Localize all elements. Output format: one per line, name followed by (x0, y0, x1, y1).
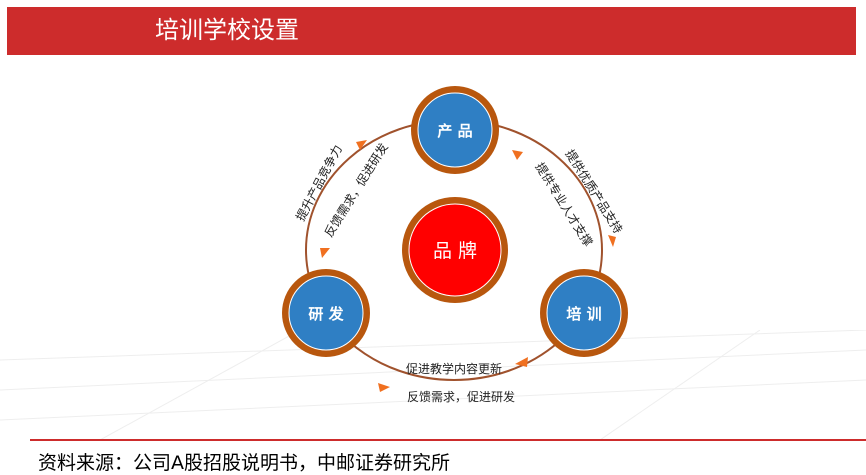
node-product: 产 品 (411, 86, 499, 174)
arrow-icon (515, 357, 528, 367)
footer-divider (30, 439, 866, 441)
page-title: 培训学校设置 (155, 16, 299, 44)
center-label: 品 牌 (433, 240, 477, 262)
center-brand: 品 牌 (402, 197, 508, 303)
arrow-icon (512, 150, 523, 160)
source-note: 资料来源：公司A股招股说明书，中邮证券研究所 (38, 452, 450, 474)
arrow-icon (356, 140, 367, 150)
node-label: 研 发 (308, 305, 344, 323)
node-rnd: 研 发 (282, 269, 370, 357)
background-decoration (0, 330, 866, 440)
node-label: 产 品 (437, 122, 472, 140)
arrow-icon (608, 235, 616, 247)
arrow-icon (320, 248, 330, 258)
label-bottom-outer: 反馈需求，促进研发 (407, 389, 515, 404)
title-banner: 培训学校设置 (7, 7, 856, 55)
label-bottom-inner: 促进教学内容更新 (406, 361, 502, 376)
node-training: 培 训 (540, 269, 628, 357)
arrow-icon (378, 383, 390, 392)
arrow-markers (320, 140, 616, 392)
node-label: 培 训 (566, 305, 601, 323)
